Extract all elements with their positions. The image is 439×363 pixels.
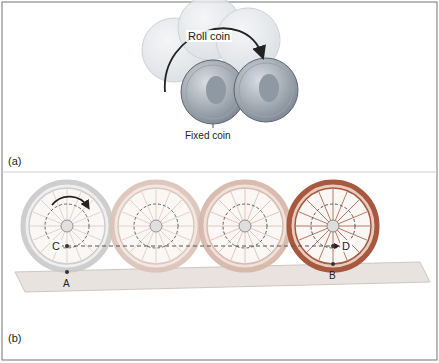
divider [2,172,437,173]
wheel [201,182,289,270]
label: C [50,240,62,252]
hub [327,220,339,232]
inner-circle [134,204,178,248]
tire [112,182,200,270]
roll-arrow [165,28,262,92]
label: (b) [8,332,21,344]
point-d [331,244,335,248]
label: B [329,270,336,281]
point-c [65,244,69,248]
hub [61,220,73,232]
wheel [289,182,377,270]
label: A [63,278,70,289]
hub [239,220,251,232]
tire [23,182,111,270]
point-b [331,262,335,266]
path-line [60,246,338,247]
label: Fixed coin [185,130,231,141]
rim [29,188,105,264]
rim [118,188,194,264]
label: Roll coin [186,30,232,42]
wheel [23,182,111,270]
rim [207,188,283,264]
wheel [112,182,200,270]
wheels [23,182,377,270]
inner-circle [223,204,267,248]
hub [150,220,162,232]
label: D [340,240,352,252]
label: (a) [8,155,21,167]
rim [295,188,371,264]
tire [201,182,289,270]
tire [289,182,377,270]
point-a [65,270,69,274]
rotation-arrow [52,197,88,207]
rolling-coin [234,58,298,122]
leader-line [213,124,214,128]
